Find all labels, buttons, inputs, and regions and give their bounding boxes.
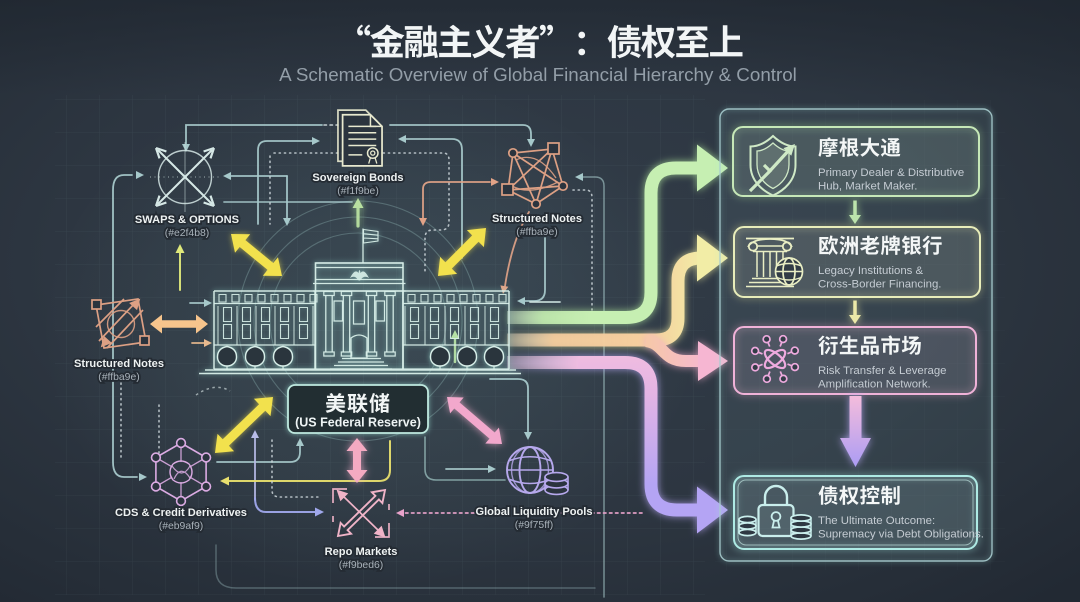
svg-text:Risk Transfer & Leverage: Risk Transfer & Leverage <box>818 365 947 377</box>
svg-text:Structured Notes: Structured Notes <box>492 213 582 225</box>
svg-text:Supremacy via Debt Obligations: Supremacy via Debt Obligations. <box>818 529 984 541</box>
svg-text:(#eb9af9): (#eb9af9) <box>159 521 203 532</box>
svg-text:CDS & Credit Derivatives: CDS & Credit Derivatives <box>115 507 247 519</box>
svg-text:A Schematic Overview of Global: A Schematic Overview of Global Financial… <box>279 64 797 85</box>
svg-text:Sovereign Bonds: Sovereign Bonds <box>312 172 403 184</box>
svg-text:(US Federal Reserve): (US Federal Reserve) <box>295 416 421 430</box>
svg-text:Hub, Market Maker.: Hub, Market Maker. <box>818 181 917 193</box>
svg-text:(#e2f4b8): (#e2f4b8) <box>165 228 209 239</box>
svg-text:The Ultimate Outcome:: The Ultimate Outcome: <box>818 515 935 527</box>
svg-text:Amplification Network.: Amplification Network. <box>818 379 931 391</box>
svg-text:Repo Markets: Repo Markets <box>325 546 398 558</box>
svg-text:Legacy Institutions &: Legacy Institutions & <box>818 265 924 277</box>
svg-text:(#ffba9e): (#ffba9e) <box>516 227 557 238</box>
svg-text:(#f9bed6): (#f9bed6) <box>339 560 383 571</box>
svg-text:Structured Notes: Structured Notes <box>74 358 164 370</box>
svg-text:Cross-Border Financing.: Cross-Border Financing. <box>818 279 941 291</box>
svg-text:SWAPS & OPTIONS: SWAPS & OPTIONS <box>135 214 239 226</box>
svg-text:(#ffba9e): (#ffba9e) <box>98 372 139 383</box>
svg-text:Primary Dealer & Distributive: Primary Dealer & Distributive <box>818 167 964 179</box>
svg-text:Global Liquidity Pools: Global Liquidity Pools <box>475 506 592 518</box>
svg-text:(#9f75ff): (#9f75ff) <box>515 520 554 531</box>
svg-text:(#f1f9be): (#f1f9be) <box>337 186 379 197</box>
